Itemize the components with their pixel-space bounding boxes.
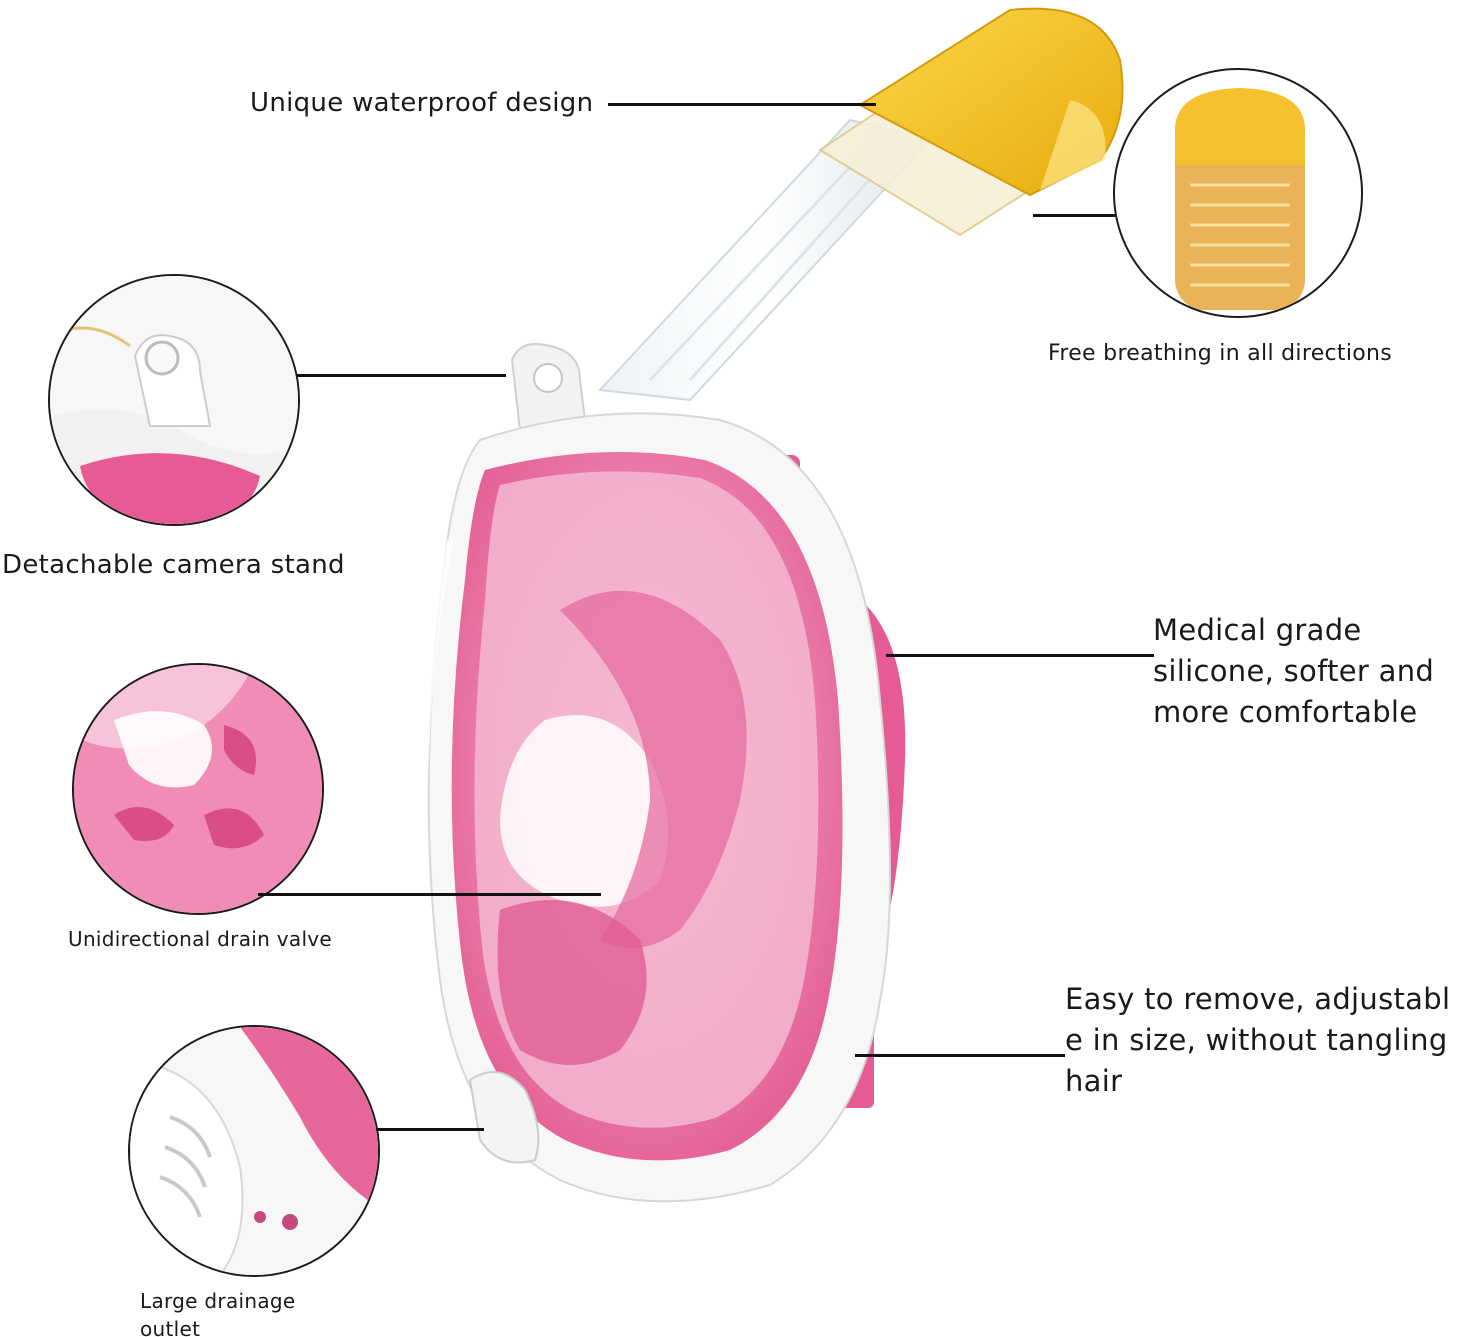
camera-mount-detail-icon [48,274,300,526]
callout-silicone: Medical grade silicone, softer and more … [1153,613,1435,729]
callout-drainage-outlet: Large drainage outlet [140,1289,296,1337]
callout-breathing: Free breathing in all directions [1048,341,1393,366]
callout-strap: Easy to remove, adjustabl e in size, wit… [1065,982,1451,1098]
leader-line-strap [855,1054,1065,1057]
leader-line-waterproof [608,103,876,106]
drainage-outlet-detail-icon [128,1025,380,1277]
drain-valve-detail-icon [72,663,324,915]
breathing-valve-detail-icon [1113,68,1363,318]
callout-drain-valve: Unidirectional drain valve [68,927,333,951]
callout-camera-stand: Detachable camera stand [2,550,345,580]
leader-line-drain-valve [258,893,601,896]
leader-line-camera-stand [296,374,506,377]
leader-line-silicone [886,654,1154,657]
leader-line-breathing [1033,214,1115,217]
leader-line-drainage-outlet [376,1128,484,1131]
callout-waterproof: Unique waterproof design [250,88,594,118]
